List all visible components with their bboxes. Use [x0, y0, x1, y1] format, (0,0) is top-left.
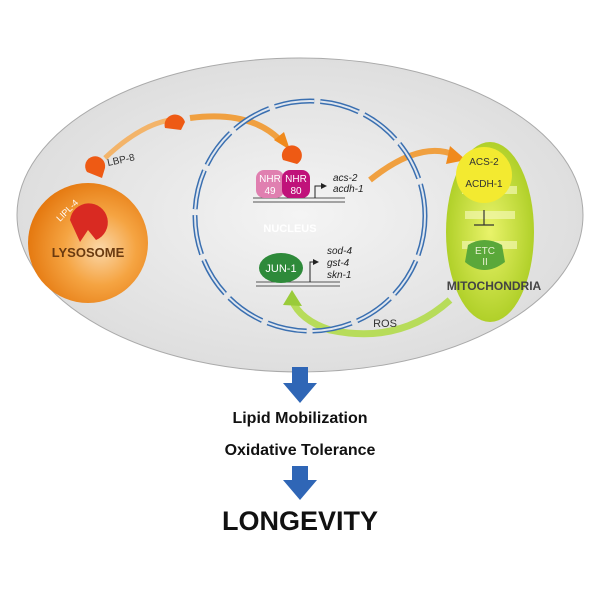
acs-2-label: ACS-2 [469, 157, 499, 168]
acs-acdh-enzymes [456, 147, 512, 203]
etc-ii-complex [465, 240, 505, 270]
longevity-label: LONGEVITY [222, 506, 378, 536]
lipid-droplet-icon [164, 114, 185, 130]
nhr-80-label: NHR [285, 174, 307, 185]
gene-acdh-1: acdh-1 [333, 184, 364, 195]
nhr-49-number: 49 [264, 186, 276, 197]
transcription-arrow [309, 259, 319, 282]
down-arrow-icon [283, 466, 317, 500]
ros-label: ROS [373, 318, 397, 330]
mito-signal-arrow [368, 147, 457, 183]
lysosome-label: LYSOSOME [52, 245, 125, 260]
lipid-transport-arrow [103, 117, 171, 160]
gene-skn-1: skn-1 [327, 270, 351, 281]
gene-gst-4: gst-4 [327, 258, 350, 269]
nhr-49-protein [256, 170, 284, 198]
jun-1-protein [259, 253, 303, 283]
arrowhead [283, 290, 302, 306]
etc-number: II [482, 257, 488, 268]
arrowhead [274, 132, 290, 150]
nucleus-label: NUCLEUS [263, 223, 316, 235]
ros-arrow [288, 297, 453, 338]
oxidative-tolerance-label: Oxidative Tolerance [225, 442, 376, 459]
inhibition-icon [474, 210, 494, 226]
jun-1-label: JUN-1 [265, 263, 296, 275]
lysosome [28, 183, 148, 303]
lipl-4-icon [70, 203, 108, 242]
nhr-49-label: NHR [259, 174, 281, 185]
transcription-arrow [314, 183, 327, 198]
lipid-mobilization-label: Lipid Mobilization [232, 410, 367, 427]
mitochondria-label: MITOCHONDRIA [447, 279, 542, 293]
lbp-8-icon [85, 156, 106, 178]
nucleus-envelope-inner [194, 100, 426, 332]
nhr-80-number: 80 [290, 186, 302, 197]
down-arrow-icon [283, 367, 317, 403]
nuclear-import-arrow [189, 113, 283, 143]
lipid-droplet-icon [281, 145, 302, 164]
gene-sod-4: sod-4 [327, 246, 352, 257]
gene-acs-2: acs-2 [333, 173, 358, 184]
etc-label: ETC [475, 246, 495, 257]
nhr-80-protein [282, 170, 310, 198]
acdh-1-label: ACDH-1 [465, 179, 503, 190]
